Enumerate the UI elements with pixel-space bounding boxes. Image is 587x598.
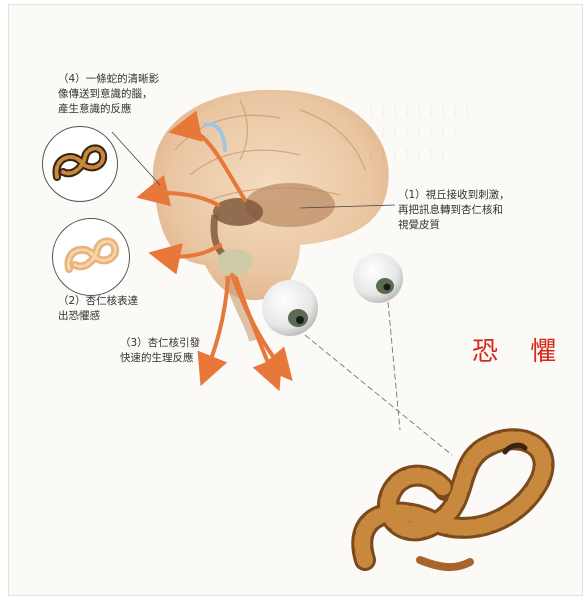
caption-step-1: （1）視丘接收到刺激， 再把訊息轉到杏仁核和 視覺皮質 [398,188,543,233]
caption-step-2: （2）杏仁核表達 出恐懼感 [58,294,158,324]
caption-step-3: （3）杏仁核引發 快速的生理反應 [120,336,230,366]
eyeball-left [262,280,318,336]
snake-thumbnail-clear [42,126,118,202]
snake-illustration [362,439,543,567]
fear-title: 恐 懼 [472,331,568,368]
sight-lines [305,302,452,455]
amygdala [217,249,253,275]
caption-step-4: （4）一條蛇的清晰影 像傳送到意識的腦， 產生意識的反應 [58,72,178,117]
snake-thumbnail-faint [52,218,130,296]
